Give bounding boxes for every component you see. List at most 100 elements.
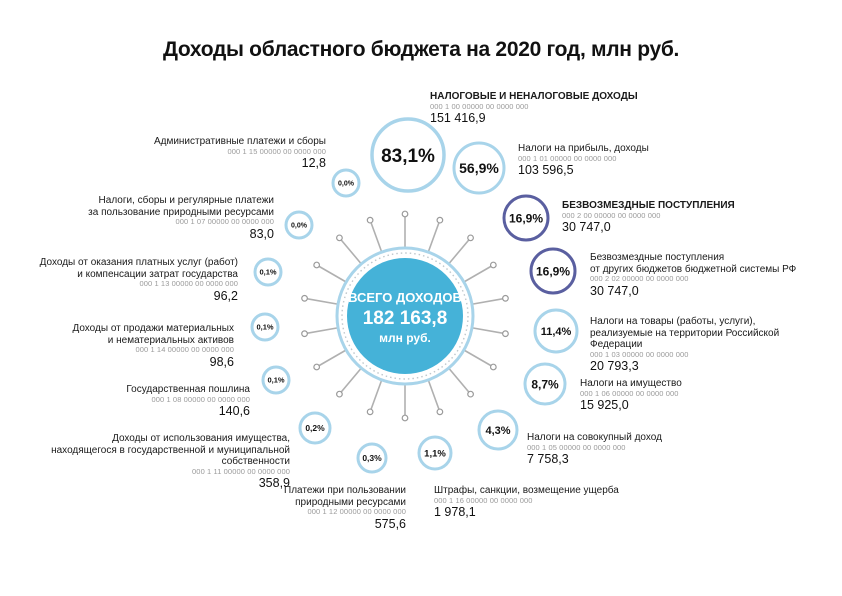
spoke-node xyxy=(467,390,474,398)
item-name: Налоги на прибыль, доходы xyxy=(518,143,649,154)
bubble-sales: 0,1% xyxy=(250,312,280,342)
item-name: Административные платежи и сборы xyxy=(153,136,326,147)
spoke-node xyxy=(436,216,444,224)
item-name: природными ресурсами xyxy=(295,496,406,508)
item-code: 000 1 05 00000 00 0000 000 xyxy=(527,442,626,452)
item-name: Доходы от оказания платных услуг (работ) xyxy=(39,257,238,268)
bubble-state-duty: 0,1% xyxy=(261,365,291,395)
spoke-node xyxy=(502,294,509,302)
bubble-goods: 11,4% xyxy=(533,308,579,354)
spoke-node xyxy=(467,234,474,242)
item-name: НАЛОГОВЫЕ И НЕНАЛОГОВЫЕ ДОХОДЫ xyxy=(430,91,638,102)
bubble-percent: 0,0% xyxy=(291,223,308,230)
item-name: Штрафы, санкции, возмещение ущерба xyxy=(434,485,619,496)
item-value: 140,6 xyxy=(218,404,250,419)
bubbles: 83,1% 56,9% 16,9% 16,9% 11,4% 8,7% 4,3% 1,1% 0,3… xyxy=(250,117,579,474)
item-code: 000 1 06 00000 00 0000 000 xyxy=(580,388,679,398)
hub-disc xyxy=(347,258,463,374)
bubble-percent: 1,1% xyxy=(424,448,446,459)
item-value: 15 925,0 xyxy=(580,398,629,413)
item-name: за пользование природными ресурсами xyxy=(88,206,274,218)
spoke-node xyxy=(401,414,409,422)
bubble-percent: 0,3% xyxy=(362,453,382,463)
bubble-ring xyxy=(477,409,519,451)
label-goods: Налоги на товары (работы, услуги),реализ… xyxy=(590,316,830,374)
bubble-ring xyxy=(261,365,291,395)
item-value: 7 758,3 xyxy=(527,452,569,467)
bubble-percent: 56,9% xyxy=(459,160,499,176)
item-name: Налоги на имущество xyxy=(580,378,682,389)
bubble-percent: 0,1% xyxy=(256,323,273,332)
bubble-percent: 16,9% xyxy=(536,264,570,278)
item-value: 575,6 xyxy=(374,516,406,531)
spoke-node xyxy=(366,408,374,416)
bubble-tax-nontax: 83,1% xyxy=(370,117,446,193)
item-code: 000 2 02 00000 00 0000 000 xyxy=(590,274,689,283)
spoke-node xyxy=(301,330,308,338)
bubble-fines: 1,1% xyxy=(417,435,453,471)
item-value: 151 416,9 xyxy=(430,111,486,126)
spoke-node xyxy=(401,210,409,218)
bubble-percent: 83,1% xyxy=(381,146,435,167)
bubble-percent: 8,7% xyxy=(531,377,559,391)
item-value: 1 978,1 xyxy=(434,505,476,520)
item-code: 000 1 15 00000 00 0000 000 xyxy=(227,146,326,156)
spoke-node xyxy=(489,363,497,371)
bubble-gratuitous-other: 16,9% xyxy=(529,247,577,295)
item-value: 12,8 xyxy=(301,156,326,171)
item-code: 000 1 01 00000 00 0000 000 xyxy=(518,153,617,163)
item-value: 103 596,5 xyxy=(518,163,574,178)
bubble-property-use: 0,2% xyxy=(298,411,332,445)
item-name: Платежи при пользовании xyxy=(284,485,406,496)
item-name: Доходы от продажи материальных xyxy=(72,323,234,334)
spoke-node xyxy=(336,390,343,398)
bubble-ring xyxy=(250,312,280,342)
item-code: 000 1 12 00000 00 0000 000 xyxy=(307,507,406,516)
item-code: 000 1 13 00000 00 0000 000 xyxy=(139,279,238,288)
bubble-ring xyxy=(284,210,314,240)
hub-title: ВСЕГО ДОХОДОВ xyxy=(348,290,462,305)
item-name: БЕЗВОЗМЕЗДНЫЕ ПОСТУПЛЕНИЯ xyxy=(562,200,735,211)
hub-unit: млн руб. xyxy=(379,331,431,345)
bubble-admin-fees: 0,0% xyxy=(331,168,361,198)
item-name: от других бюджетов бюджетной системы РФ xyxy=(590,263,797,275)
spoke-node xyxy=(502,330,509,338)
bubble-gratuitous: 16,9% xyxy=(502,194,550,242)
bubble-ring xyxy=(298,411,332,445)
bubble-ring xyxy=(452,141,506,195)
bubble-resource-fees: 0,0% xyxy=(284,210,314,240)
item-code: 000 1 16 00000 00 0000 000 xyxy=(434,495,533,505)
item-code: 000 2 00 00000 00 0000 000 xyxy=(562,210,661,220)
label-property-use: Доходы от использования имущества,находя… xyxy=(10,433,290,491)
bubble-property: 8,7% xyxy=(523,362,567,406)
item-value: 83,0 xyxy=(249,226,274,241)
item-name: Налоги на товары (работы, услуги), xyxy=(590,316,756,327)
item-name: Государственная пошлина xyxy=(126,384,250,395)
item-name: Безвозмездные поступления xyxy=(590,252,725,263)
bubble-percent: 16,9% xyxy=(509,211,543,225)
page-title: Доходы областного бюджета на 2020 год, м… xyxy=(162,38,680,61)
bubble-percent: 4,3% xyxy=(485,425,510,437)
spoke-node xyxy=(313,261,321,269)
bubble-ring xyxy=(502,194,550,242)
bubble-ring xyxy=(529,247,577,295)
bubble-percent: 0,1% xyxy=(259,268,276,277)
total-revenue-hub: ВСЕГО ДОХОДОВ 182 163,8 млн руб. xyxy=(335,246,475,386)
bubble-nature-payments: 0,3% xyxy=(356,442,388,474)
bubble-ring xyxy=(533,308,579,354)
item-code: 000 1 11 00000 00 0000 000 xyxy=(192,466,290,476)
bubble-percent: 0,1% xyxy=(267,376,284,385)
spoke-node xyxy=(313,363,321,371)
hub-total-value: 182 163,8 xyxy=(363,308,448,329)
hub-dotted-ring xyxy=(341,252,469,380)
item-value: 20 793,3 xyxy=(590,359,639,374)
